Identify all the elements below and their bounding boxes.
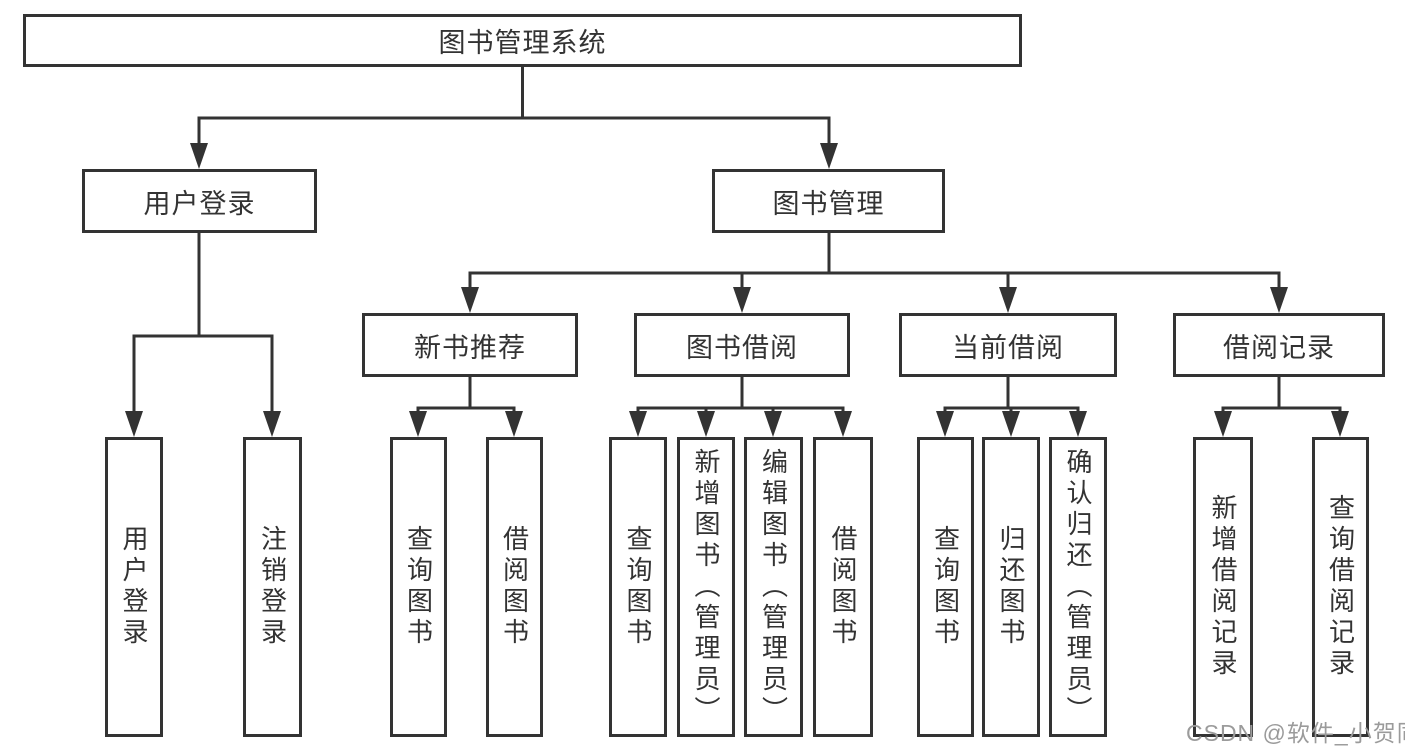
leaf-edit-book-admin: 编辑图书（管理员）: [744, 437, 803, 737]
node-book-borrow: 图书借阅: [634, 313, 850, 377]
leaf-query-books-3: 查询图书: [917, 437, 974, 737]
node-book-management: 图书管理: [712, 169, 945, 233]
leaf-borrow-books-1: 借阅图书: [486, 437, 543, 737]
csdn-watermark: CSDN @软件_小贺同学: [1186, 720, 1405, 746]
leaf-user-login: 用户登录: [105, 437, 163, 737]
node-root-library-system: 图书管理系统: [23, 14, 1022, 67]
leaf-add-book-admin: 新增图书（管理员）: [677, 437, 735, 737]
leaf-confirm-return-admin: 确认归还（管理员）: [1049, 437, 1107, 737]
leaf-add-borrow-record: 新增借阅记录: [1193, 437, 1253, 737]
leaf-borrow-books-2: 借阅图书: [813, 437, 873, 737]
leaf-query-borrow-record: 查询借阅记录: [1312, 437, 1369, 737]
node-new-book-recommend: 新书推荐: [362, 313, 578, 377]
node-current-borrow: 当前借阅: [899, 313, 1117, 377]
leaf-query-books-1: 查询图书: [390, 437, 447, 737]
leaf-query-books-2: 查询图书: [609, 437, 667, 737]
leaf-return-book: 归还图书: [982, 437, 1040, 737]
leaf-logout: 注销登录: [243, 437, 302, 737]
node-borrow-records: 借阅记录: [1173, 313, 1385, 377]
node-user-login: 用户登录: [82, 169, 317, 233]
